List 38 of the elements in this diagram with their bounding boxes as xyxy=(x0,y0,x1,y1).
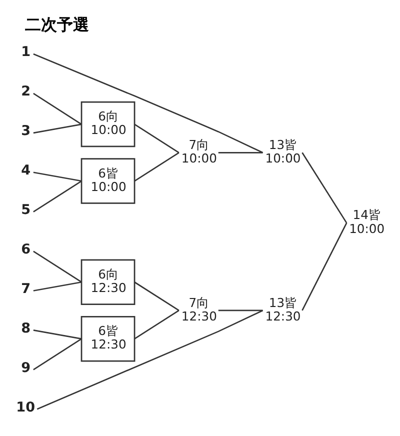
connector xyxy=(32,180,82,212)
connector xyxy=(32,281,82,292)
node-text: 13皆 10:00 xyxy=(264,138,300,166)
node-text: 13皆 12:30 xyxy=(264,296,300,324)
node-text: 7向 12:30 xyxy=(180,296,216,324)
connector xyxy=(218,310,262,312)
node-text: 8 xyxy=(20,320,30,336)
connector xyxy=(32,92,82,125)
node-text: 7向 10:00 xyxy=(180,138,216,166)
node-text: 3 xyxy=(20,123,30,140)
node-text: 9 xyxy=(20,360,30,376)
connector xyxy=(32,53,263,154)
connector xyxy=(32,250,82,283)
node-box: 6向 10:00 xyxy=(80,101,135,148)
diagram-title: 二次予選 xyxy=(24,14,88,34)
node-box: 6皆 10:00 xyxy=(80,158,135,204)
node-text: 7 xyxy=(20,280,30,297)
connector xyxy=(134,152,179,182)
connector xyxy=(301,222,347,311)
connector xyxy=(134,310,179,340)
connector xyxy=(32,338,82,370)
node-box: 6向 12:30 xyxy=(80,259,135,305)
node-text: 10 xyxy=(16,399,35,416)
connector xyxy=(32,330,82,340)
connector xyxy=(36,310,263,410)
node-text: 5 xyxy=(20,202,30,218)
node-text: 4 xyxy=(20,162,30,179)
connector xyxy=(134,282,179,312)
node-text: 1 xyxy=(20,44,30,60)
node-text: 14皆 10:00 xyxy=(348,208,384,236)
node-text: 2 xyxy=(20,84,30,100)
node-text: 6 xyxy=(20,242,30,258)
connector xyxy=(32,124,82,134)
connector xyxy=(218,152,262,154)
connector xyxy=(32,172,82,182)
connector xyxy=(134,124,179,154)
node-box: 6皆 12:30 xyxy=(80,316,135,362)
connector xyxy=(301,152,347,224)
